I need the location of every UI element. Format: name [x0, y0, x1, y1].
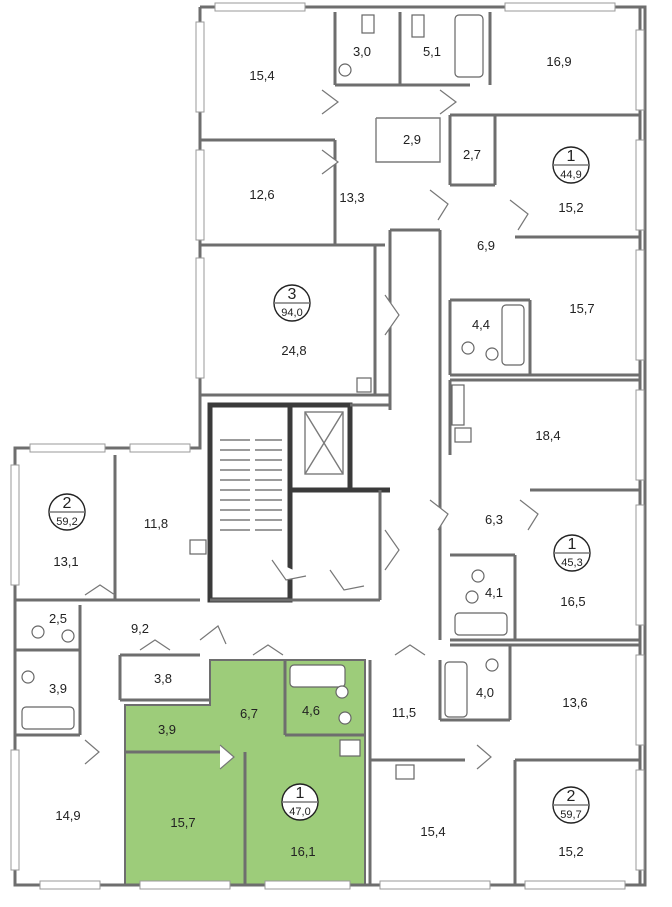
svg-text:1: 1: [568, 536, 577, 553]
svg-text:59,7: 59,7: [560, 809, 581, 821]
svg-text:2: 2: [63, 495, 72, 512]
room-area: 11,5: [392, 705, 416, 720]
room-area: 14,9: [55, 808, 80, 823]
room-area: 4,6: [302, 703, 320, 718]
room-area: 3,9: [49, 681, 67, 696]
fixtures: [21, 14, 525, 780]
room-area: 15,4: [420, 824, 445, 839]
svg-text:59,2: 59,2: [56, 516, 77, 528]
room-area: 2,7: [463, 147, 481, 162]
room-area: 15,7: [569, 301, 594, 316]
room-area: 2,5: [49, 611, 67, 626]
room-area: 13,6: [562, 695, 587, 710]
room-area: 13,3: [339, 190, 364, 205]
room-area: 6,9: [477, 238, 495, 253]
svg-text:1: 1: [567, 148, 576, 165]
room-area: 5,1: [423, 44, 441, 59]
room-area: 2,9: [403, 132, 421, 147]
room-area: 12,6: [249, 187, 274, 202]
room-area: 15,4: [249, 68, 274, 83]
svg-text:1: 1: [296, 785, 305, 802]
room-area: 3,0: [353, 44, 371, 59]
room-area: 11,8: [144, 516, 168, 531]
room-area: 15,7: [170, 815, 195, 830]
room-area: 9,2: [131, 621, 149, 636]
room-area: 4,0: [476, 685, 494, 700]
room-area: 15,2: [558, 844, 583, 859]
apartment-badge[interactable]: 2 59,2: [48, 493, 86, 531]
room-area: 15,2: [558, 200, 583, 215]
interior-walls: [15, 12, 640, 885]
room-area: 3,9: [158, 722, 176, 737]
apartment-badge[interactable]: 1 45,3: [553, 534, 591, 572]
room-area: 13,1: [53, 554, 78, 569]
svg-text:44,9: 44,9: [560, 169, 581, 181]
svg-text:2: 2: [567, 788, 576, 805]
apartment-badge[interactable]: 2 59,7: [552, 786, 590, 824]
room-area: 16,9: [546, 54, 571, 69]
svg-text:3: 3: [288, 286, 297, 303]
svg-text:94,0: 94,0: [281, 307, 302, 319]
room-area: 6,7: [240, 706, 258, 721]
room-area: 16,1: [290, 844, 315, 859]
room-area: 16,5: [560, 594, 585, 609]
room-labels: 15,4 3,0 5,1 16,9 12,6 2,9 2,7 15,2 13,3…: [49, 44, 595, 859]
room-area: 24,8: [281, 343, 306, 358]
svg-text:47,0: 47,0: [289, 806, 310, 818]
apartment-badge[interactable]: 3 94,0: [273, 284, 311, 322]
apartment-badge[interactable]: 1 47,0: [281, 783, 319, 821]
windows: [10, 2, 645, 890]
room-area: 6,3: [485, 512, 503, 527]
room-area: 4,1: [485, 585, 503, 600]
room-area: 18,4: [535, 428, 560, 443]
doors: [84, 89, 539, 770]
apartment-badge[interactable]: 1 44,9: [552, 146, 590, 184]
svg-text:45,3: 45,3: [561, 557, 582, 569]
room-area: 3,8: [154, 671, 172, 686]
room-area: 4,4: [472, 317, 490, 332]
